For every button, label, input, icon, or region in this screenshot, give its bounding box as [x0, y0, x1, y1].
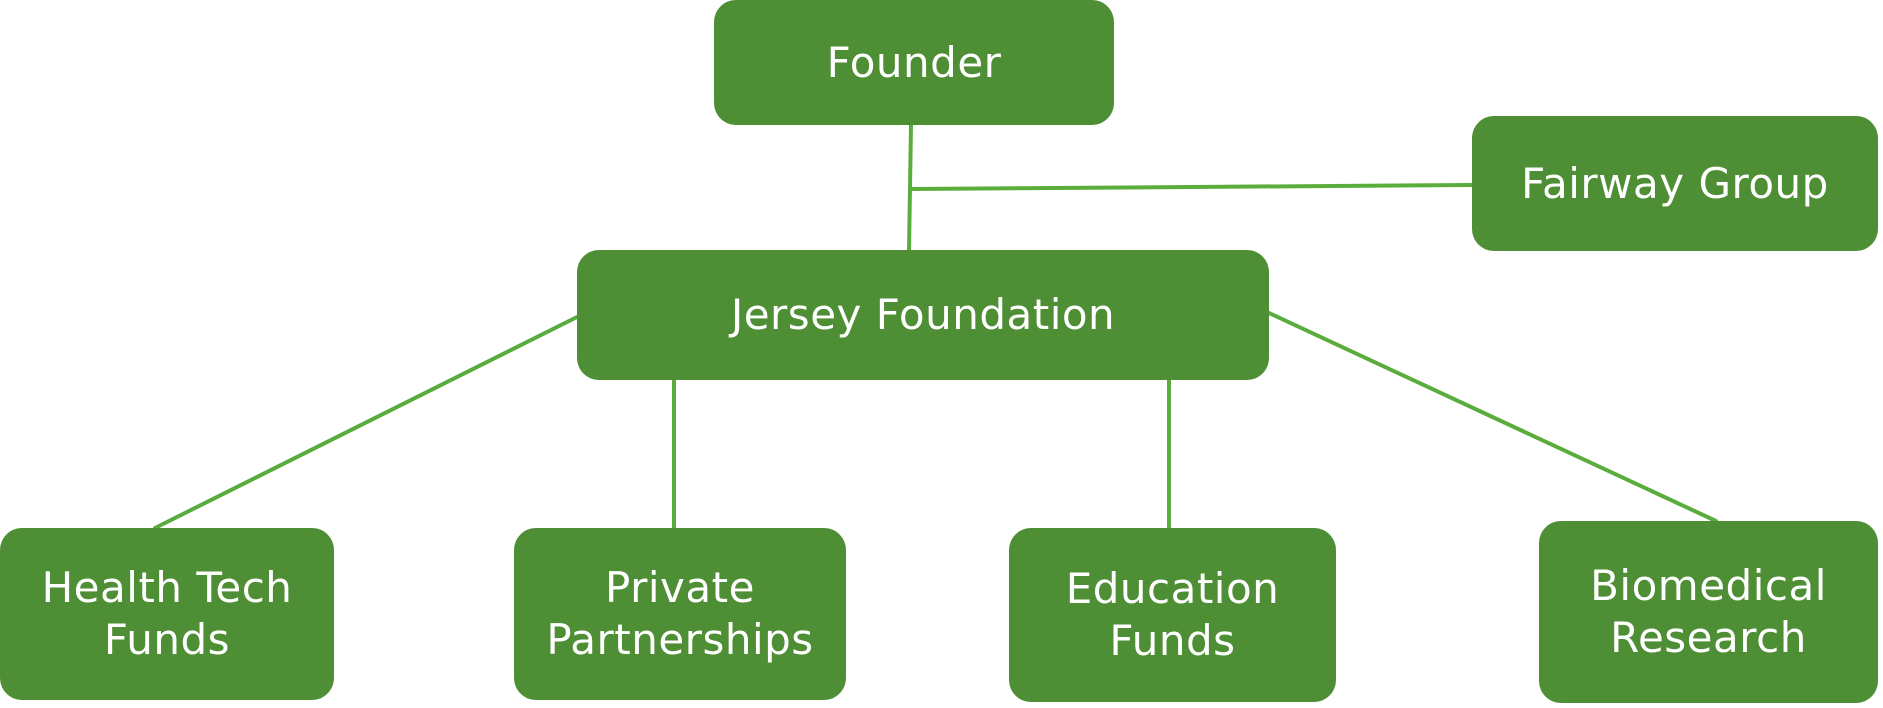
- node-founder-label: Founder: [826, 37, 1002, 87]
- node-health-tech-funds: Health Tech Funds: [0, 528, 334, 700]
- edge-founder-jersey-foundation: [907, 123, 913, 252]
- node-private-partnerships-line1: Private: [605, 563, 755, 612]
- node-private-partnerships-line2: Partnerships: [546, 615, 814, 664]
- node-founder: Founder: [714, 0, 1114, 125]
- node-health-tech-funds-line2: Funds: [103, 615, 231, 664]
- node-health-tech-funds-line1: Health Tech: [41, 563, 293, 612]
- node-private-partnerships: Private Partnerships: [514, 528, 846, 700]
- node-fairway-group-label: Fairway Group: [1521, 158, 1829, 208]
- node-education-funds-line1: Education: [1065, 564, 1280, 613]
- node-biomedical-research-line1: Biomedical: [1590, 561, 1827, 610]
- node-fairway-group: Fairway Group: [1472, 116, 1878, 251]
- node-education-funds-text: Education Funds: [1066, 563, 1280, 667]
- node-biomedical-research: Biomedical Research: [1539, 521, 1878, 703]
- node-health-tech-funds-text: Health Tech Funds: [42, 562, 293, 666]
- edge-founder-fairway-group: [908, 183, 1474, 191]
- node-education-funds-line2: Funds: [1109, 616, 1236, 665]
- node-education-funds: Education Funds: [1009, 528, 1336, 702]
- edge-jersey-foundation-health-tech-funds: [153, 315, 579, 530]
- node-private-partnerships-text: Private Partnerships: [546, 562, 813, 666]
- node-biomedical-research-line2: Research: [1610, 613, 1807, 662]
- edge-jersey-foundation-biomedical-research: [1267, 311, 1718, 523]
- node-jersey-foundation-label: Jersey Foundation: [730, 290, 1116, 339]
- node-jersey-foundation: Jersey Foundation: [577, 250, 1269, 380]
- node-biomedical-research-text: Biomedical Research: [1590, 560, 1827, 664]
